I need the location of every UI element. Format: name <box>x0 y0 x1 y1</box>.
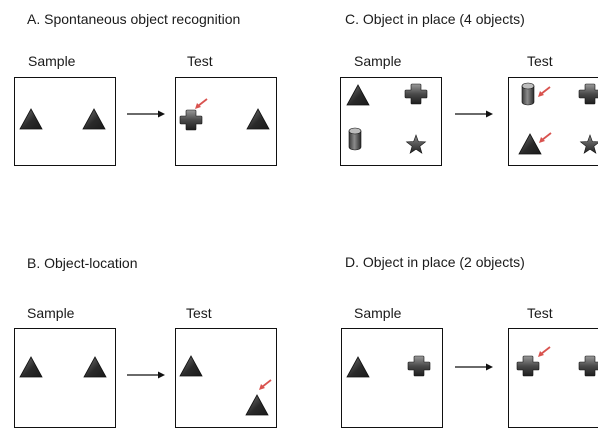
panel-a-title: A. Spontaneous object recognition <box>27 11 240 27</box>
panel-a-sample-label: Sample <box>28 53 75 69</box>
cross-object <box>579 84 598 104</box>
panel-d-sample-box <box>341 328 443 428</box>
triangle-object <box>83 109 105 129</box>
panel-d-sample-label: Sample <box>354 305 401 321</box>
marker-arrow-icon <box>258 379 272 391</box>
triangle-object <box>247 109 269 129</box>
cross-object <box>405 84 427 104</box>
panel-d-test-label: Test <box>527 305 553 321</box>
panel-b-test-box <box>175 328 277 428</box>
panel-d-test-box <box>508 328 598 428</box>
triangle-object <box>20 357 42 377</box>
panel-c-sample-label: Sample <box>354 53 401 69</box>
cylinder-object <box>349 128 361 150</box>
marker-arrow-icon <box>194 98 208 110</box>
marker-arrow-icon <box>538 132 552 144</box>
marker-arrow-icon <box>537 346 551 358</box>
arrow-right-icon <box>127 109 165 119</box>
panel-c-sample-box <box>340 77 442 166</box>
cross-object <box>579 356 598 376</box>
panel-d-title: D. Object in place (2 objects) <box>345 254 525 270</box>
panel-b-title: B. Object-location <box>27 255 138 271</box>
star-object <box>580 135 598 154</box>
panel-a-test-label: Test <box>187 53 213 69</box>
triangle-object <box>347 357 369 377</box>
panel-b-sample-box <box>14 328 116 428</box>
panel-c-title: C. Object in place (4 objects) <box>345 11 525 27</box>
cross-object <box>408 356 430 376</box>
panel-a-test-box <box>175 77 277 166</box>
triangle-object <box>180 356 202 376</box>
cross-object <box>517 356 539 376</box>
arrow-right-icon <box>455 362 493 372</box>
panel-b-sample-label: Sample <box>27 305 74 321</box>
triangle-object <box>347 85 369 105</box>
arrow-right-icon <box>455 109 493 119</box>
cross-object <box>180 110 202 130</box>
triangle-object <box>84 357 106 377</box>
panel-b-test-label: Test <box>186 305 212 321</box>
panel-c-test-box <box>508 77 598 166</box>
cylinder-object <box>522 83 534 105</box>
star-object <box>406 135 426 154</box>
panel-c-test-label: Test <box>527 53 553 69</box>
triangle-object <box>20 109 42 129</box>
marker-arrow-icon <box>537 86 551 98</box>
panel-a-sample-box <box>14 77 116 166</box>
triangle-object <box>246 395 268 415</box>
arrow-right-icon <box>127 370 165 380</box>
